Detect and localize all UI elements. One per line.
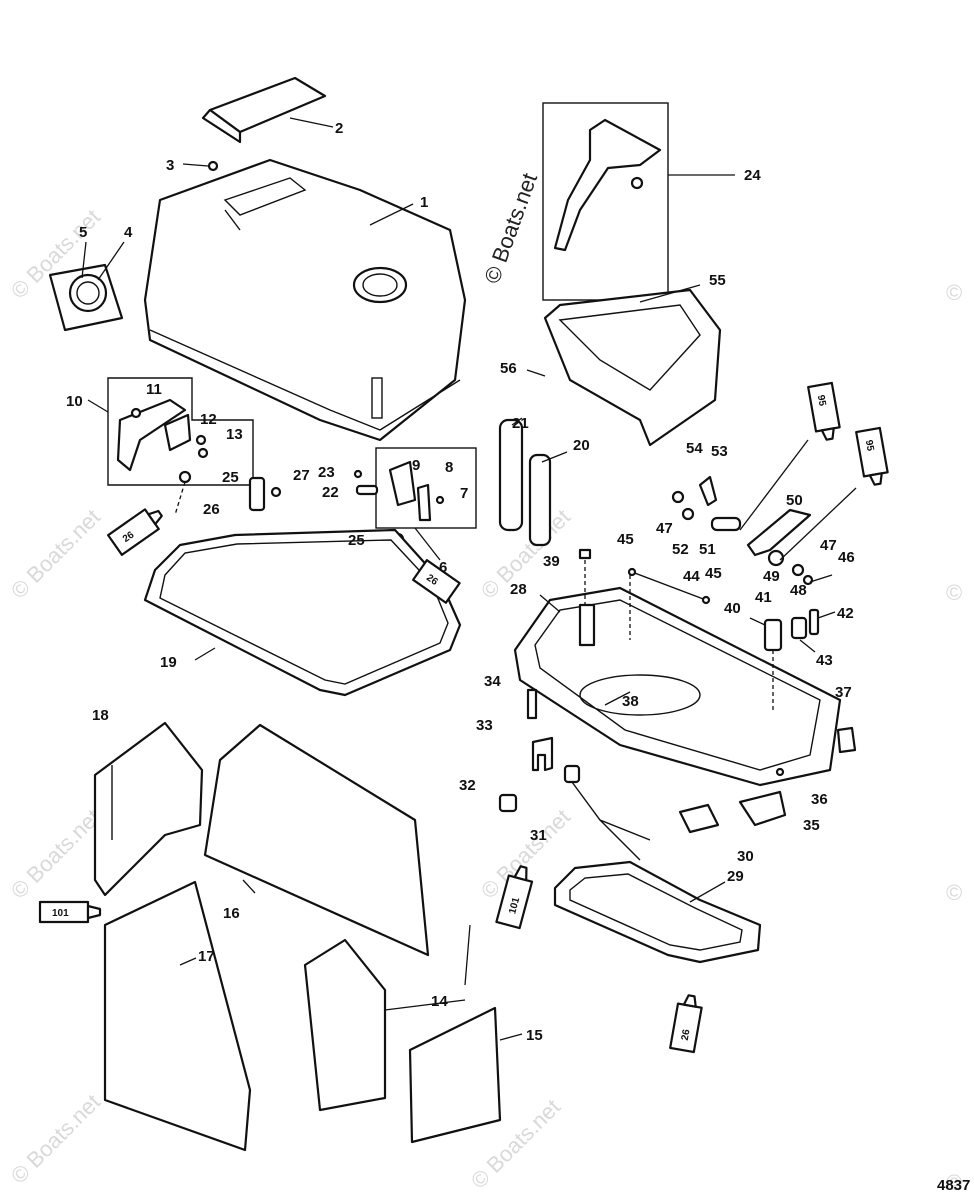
callout: 28 (510, 581, 527, 598)
box-24 (542, 102, 735, 301)
callout: 47 (820, 537, 837, 554)
callout: 36 (811, 791, 828, 808)
tube-label: 101 (507, 896, 522, 915)
callout: 56 (500, 360, 517, 377)
callout: 5 (79, 224, 87, 241)
watermark: © Boats.net (6, 804, 105, 903)
callout: 54 (686, 440, 703, 457)
edge-mark: © (946, 1170, 962, 1195)
seal-19 (143, 528, 462, 697)
callout: 1 (420, 194, 428, 211)
callout: 33 (476, 717, 493, 734)
callout: 25 (348, 532, 365, 549)
callout: 51 (699, 541, 716, 558)
watermark: © Boats.net (6, 1089, 105, 1188)
edge-mark: © (946, 280, 962, 305)
callout: 11 (146, 381, 162, 398)
watermark: © Boats.net (6, 504, 105, 603)
callout: 47 (656, 520, 673, 537)
callout: 43 (816, 652, 833, 669)
callout: 13 (226, 426, 243, 443)
tray-55 (526, 284, 722, 447)
reference-number: 4837 (937, 1177, 970, 1194)
callout-labels: 1 2 3 4 5 6 7 8 9 10 11 12 13 14 15 16 1… (66, 120, 855, 1044)
small-components (498, 688, 857, 861)
callout: 19 (160, 654, 177, 671)
callout: 34 (484, 673, 501, 690)
foam-pads (93, 721, 523, 1152)
callout: 46 (838, 549, 855, 566)
callout: 32 (459, 777, 476, 794)
callout: 8 (445, 459, 453, 476)
edge-mark: © (946, 880, 962, 905)
tube-label: 26 (680, 1028, 693, 1041)
tube-label: 95 (815, 394, 828, 407)
seal-29 (553, 860, 762, 964)
seals-20-21 (498, 417, 568, 547)
callout: 30 (737, 848, 754, 865)
callout: 21 (512, 415, 529, 432)
screw-3 (182, 160, 219, 172)
callout: 35 (803, 817, 820, 834)
tube-label: 95 (863, 439, 876, 452)
callout: 3 (166, 157, 174, 174)
callout: 39 (543, 553, 560, 570)
callout: 22 (322, 484, 339, 501)
callout: 20 (573, 437, 590, 454)
sealant-tubes: 95 95 26 26 101 101 (38, 381, 889, 1054)
callout: 38 (622, 693, 639, 710)
callout: 17 (198, 948, 215, 965)
tube-label: 101 (52, 908, 69, 919)
callout: 40 (724, 600, 741, 617)
box-10 (87, 377, 254, 486)
box-6 (375, 447, 477, 561)
callout: 4 (124, 224, 133, 241)
callout: 29 (727, 868, 744, 885)
callout: 48 (790, 582, 807, 599)
top-plate (201, 76, 334, 144)
callout: 50 (786, 492, 803, 509)
callout: 45 (617, 531, 634, 548)
latch-group (749, 608, 836, 710)
gauge (48, 241, 125, 332)
watermark-main: © Boats.net (479, 170, 542, 287)
callout: 45 (705, 565, 722, 582)
callout: 53 (711, 443, 728, 460)
callout: 42 (837, 605, 854, 622)
callout: 7 (460, 485, 468, 502)
callout: 44 (683, 568, 700, 585)
lower-cowl (513, 586, 842, 787)
callout: 18 (92, 707, 109, 724)
callout: 26 (203, 501, 220, 518)
callout: 16 (223, 905, 240, 922)
lever-group (671, 475, 833, 586)
callout: 27 (293, 467, 310, 484)
callout: 31 (530, 827, 547, 844)
bracket-26 (248, 469, 379, 512)
callout: 12 (200, 411, 217, 428)
callout: 37 (835, 684, 852, 701)
callout: 25 (222, 469, 239, 486)
top-cowl (143, 158, 467, 442)
callout: 41 (755, 589, 772, 606)
rod-44 (578, 548, 711, 640)
callout: 23 (318, 464, 335, 481)
callout: 49 (763, 568, 780, 585)
callout: 10 (66, 393, 83, 410)
callout: 15 (526, 1027, 543, 1044)
callout: 14 (431, 993, 448, 1010)
callout: 52 (672, 541, 689, 558)
callout: 2 (335, 120, 343, 137)
callout: 55 (709, 272, 726, 289)
callout: 9 (412, 457, 420, 474)
edge-mark: © (946, 580, 962, 605)
callout: 24 (744, 167, 761, 184)
callout: 6 (439, 559, 447, 576)
